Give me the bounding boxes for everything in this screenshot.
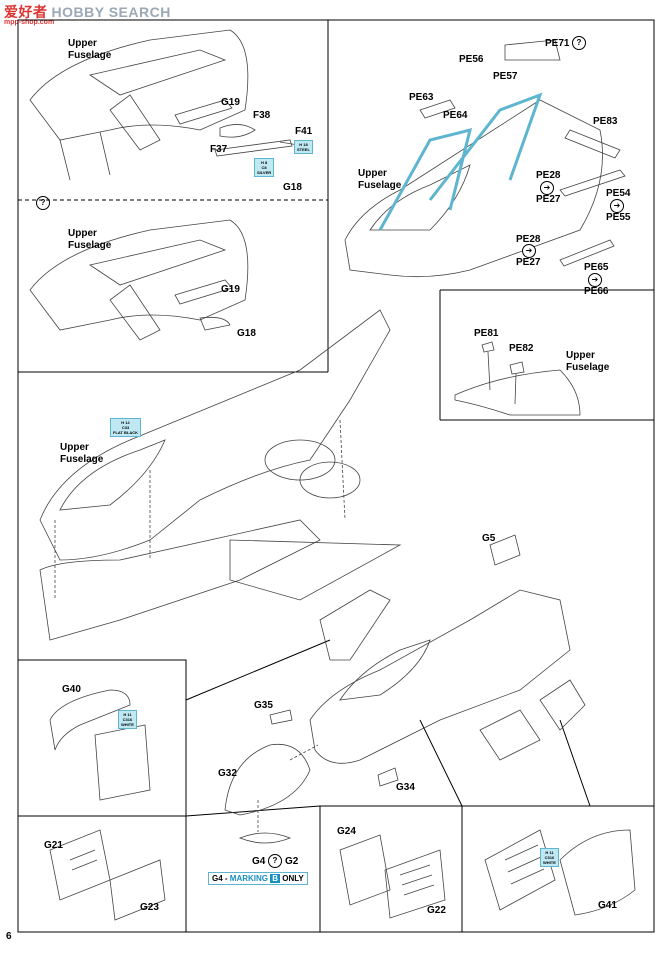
label-g41: G41 xyxy=(598,900,617,911)
label-pe81: PE81 xyxy=(474,328,499,339)
label-pe71: PE71 xyxy=(545,38,570,49)
page-frame xyxy=(17,19,655,933)
label-f37: F37 xyxy=(210,144,228,155)
page-number: 6 xyxy=(6,931,12,942)
label-pe27-a: PE27 xyxy=(536,194,561,205)
label-g34: G34 xyxy=(396,782,415,793)
label-g19: G19 xyxy=(221,97,240,108)
leader-g40 xyxy=(185,639,331,701)
label-g32: G32 xyxy=(218,768,237,779)
label-pe83: PE83 xyxy=(593,116,618,127)
panel-g40 xyxy=(17,659,187,817)
arrow-circle-icon-pe65: ➔ xyxy=(588,273,602,287)
arrow-circle-icon-pe54: ➔ xyxy=(610,199,624,213)
leader-g24 xyxy=(419,719,463,807)
label-g4: G4 xyxy=(252,856,266,867)
label-pe55: PE55 xyxy=(606,212,631,223)
label-g2: G2 xyxy=(285,856,299,867)
watermark-url: mpp-shop.com xyxy=(4,19,55,26)
label-g21: G21 xyxy=(44,840,63,851)
watermark-en: HOBBY SEARCH xyxy=(51,4,171,20)
arrow-circle-icon: ➔ xyxy=(540,181,554,195)
aircraft-main-sketch xyxy=(39,309,402,641)
fuselage-sketch-3 xyxy=(344,39,626,278)
leader-g41 xyxy=(559,719,591,807)
g40-sketch xyxy=(49,689,151,801)
question-circle-icon: ? xyxy=(36,196,50,210)
label-pe27-b: PE27 xyxy=(516,257,541,268)
label-pe28-a: PE28 xyxy=(536,170,561,181)
fuselage-sketch-1 xyxy=(29,29,299,181)
label-g35: G35 xyxy=(254,700,273,711)
g21-sketch xyxy=(49,829,166,921)
label-g18: G18 xyxy=(283,182,302,193)
label-g18-b: G18 xyxy=(237,328,256,339)
arrow-circle-icon-pe28: ➔ xyxy=(522,244,536,258)
fuselage-sketch-4 xyxy=(454,341,581,416)
marking-note: G4 - MARKING B ONLY xyxy=(208,872,308,885)
label-g24: G24 xyxy=(337,826,356,837)
g24-sketch xyxy=(339,834,446,919)
label-g22: G22 xyxy=(427,905,446,916)
question-circle-icon-g4: ? xyxy=(268,854,282,868)
fuselage-sketch-2 xyxy=(29,219,249,341)
label-pe82: PE82 xyxy=(509,343,534,354)
label-pe66: PE66 xyxy=(584,286,609,297)
label-pe63: PE63 xyxy=(409,92,434,103)
label-pe64: PE64 xyxy=(443,110,468,121)
radome-g32 xyxy=(224,743,311,816)
panel-g21 xyxy=(17,815,187,933)
leader-g21 xyxy=(185,805,321,817)
label-pe28-b: PE28 xyxy=(516,234,541,245)
label-g40: G40 xyxy=(62,684,81,695)
g41-sketch xyxy=(484,829,636,916)
nose-assembly-sketch xyxy=(224,534,586,844)
label-pe56: PE56 xyxy=(459,54,484,65)
question-circle-icon-pe71: ? xyxy=(572,36,586,50)
label-g23: G23 xyxy=(140,902,159,913)
watermark-cn: 爱好者 xyxy=(4,4,48,20)
pe-frames-highlight xyxy=(378,92,543,231)
label-f41: F41 xyxy=(295,126,313,137)
label-pe54: PE54 xyxy=(606,188,631,199)
label-g19-b: G19 xyxy=(221,284,240,295)
label-g5: G5 xyxy=(482,533,496,544)
label-pe57: PE57 xyxy=(493,71,518,82)
label-f38: F38 xyxy=(253,110,271,121)
label-pe65: PE65 xyxy=(584,262,609,273)
panel-g41 xyxy=(461,805,655,933)
